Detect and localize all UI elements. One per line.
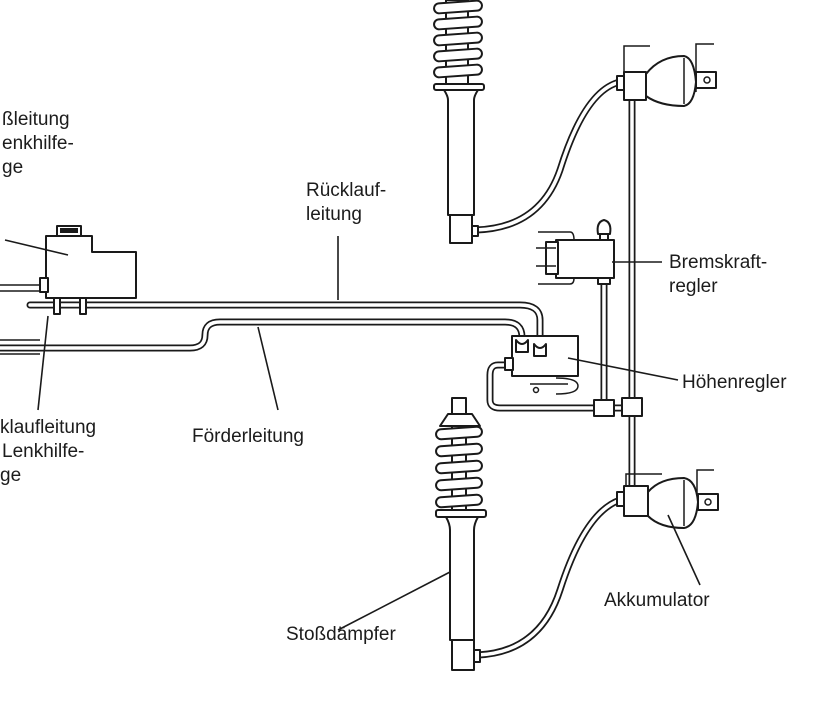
- label-accumulator: Akkumulator: [604, 590, 710, 611]
- upper-strut-tube: [472, 78, 624, 234]
- label-feed-line: Förderleitung: [192, 426, 304, 447]
- lower-accumulator: [616, 469, 719, 529]
- label-brake-force-regulator: Bremskraft- regler: [669, 252, 772, 297]
- leader-return-steering: [37, 315, 49, 411]
- leader-foerder: [257, 326, 279, 411]
- reservoir-cap-icon: [60, 228, 78, 233]
- brake-force-regulator: [536, 219, 615, 285]
- lower-shock-absorber: [435, 397, 487, 671]
- tee-fitting-right: [621, 397, 643, 417]
- height-regulator: [504, 335, 579, 395]
- label-return-line: Rücklauf- leitung: [306, 180, 392, 225]
- label-supply-steering-line: ßleitung enkhilfe- ge: [2, 109, 79, 178]
- upper-accumulator: [616, 43, 717, 107]
- left-stub-lines: [0, 284, 40, 355]
- leader-hoehen: [567, 357, 679, 381]
- tee-fitting-left: [593, 399, 615, 417]
- label-shock-absorber: Stoßdämpfer: [286, 624, 396, 645]
- mount-hole-icon: [704, 498, 712, 506]
- return-line-tube: [26, 301, 544, 356]
- lower-strut-tube: [474, 496, 624, 659]
- mount-hole-icon: [703, 76, 711, 84]
- upper-spring-coils: [433, 0, 483, 79]
- feed-line-tube: [0, 318, 526, 352]
- reservoir: [4, 225, 137, 315]
- lower-spring-coils: [435, 425, 483, 509]
- upper-shock-absorber: [433, 0, 485, 244]
- label-return-steering-line: klaufleitung Lenkhilfe- ge: [0, 417, 101, 486]
- label-height-regulator: Höhenregler: [682, 372, 787, 393]
- leader-akkumulator: [667, 514, 701, 586]
- leader-stossdaempfer: [337, 571, 451, 631]
- height-regulator-loop-tube: [486, 361, 634, 412]
